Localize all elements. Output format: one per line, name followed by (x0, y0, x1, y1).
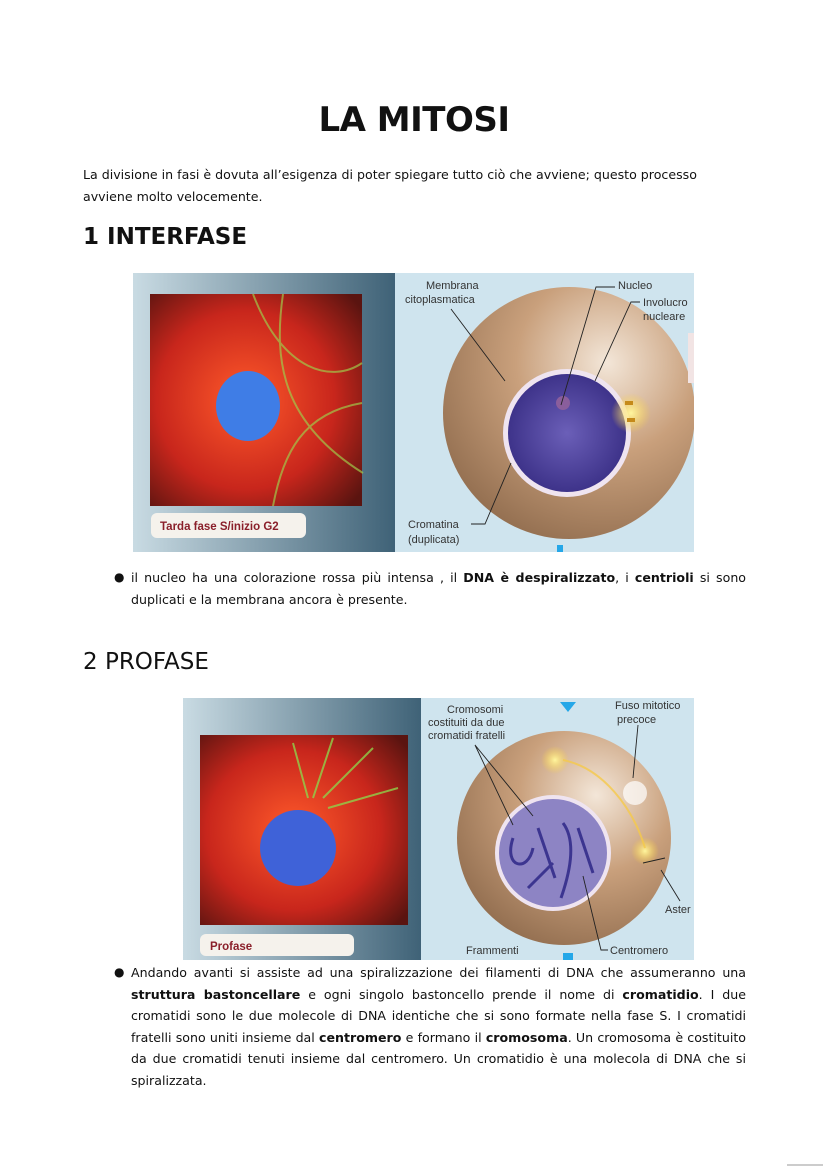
photo-caption: Profase (210, 941, 252, 953)
profase-figure: Profase Cromosomi costituiti da due crom… (183, 698, 694, 960)
bullet-dot: ● (114, 570, 125, 584)
section-heading-profase: 2 PROFASE (83, 649, 209, 675)
interfase-figure: Tarda fase S/inizio G2 Membrana citoplas… (133, 273, 694, 552)
diagram-labels: Cromosomi costituiti da due cromatidi fr… (428, 700, 691, 957)
svg-text:Nucleo: Nucleo (618, 280, 652, 292)
svg-text:(duplicata): (duplicata) (408, 534, 459, 546)
svg-text:costituiti da due: costituiti da due (428, 717, 504, 729)
svg-text:Membrana: Membrana (426, 280, 479, 292)
svg-text:citoplasmatica: citoplasmatica (405, 294, 476, 306)
svg-text:Centromero: Centromero (610, 945, 668, 957)
footer-watermark (787, 1164, 823, 1166)
bullet-interfase: ●il nucleo ha una colorazione rossa più … (114, 567, 746, 610)
svg-text:cromatidi fratelli: cromatidi fratelli (428, 730, 505, 742)
svg-text:Fuso mitotico: Fuso mitotico (615, 700, 680, 712)
svg-text:Cromosomi: Cromosomi (447, 704, 503, 716)
svg-text:precoce: precoce (617, 714, 656, 726)
svg-text:Cromatina: Cromatina (408, 519, 460, 531)
svg-text:Frammenti: Frammenti (466, 945, 519, 957)
section-heading-interfase: 1 INTERFASE (83, 224, 248, 250)
svg-text:Aster: Aster (665, 904, 691, 916)
bullet-dot: ● (114, 965, 125, 979)
intro-paragraph: La divisione in fasi è dovuta all’esigen… (83, 167, 697, 204)
svg-text:nucleare: nucleare (643, 311, 685, 323)
diagram-labels: Membrana citoplasmatica Nucleo Involucro… (405, 280, 688, 546)
page-title: LA MITOSI (318, 100, 510, 140)
bullet-profase: ●Andando avanti si assiste ad una spiral… (114, 962, 746, 1091)
svg-text:Involucro: Involucro (643, 297, 688, 309)
photo-caption: Tarda fase S/inizio G2 (160, 521, 279, 533)
